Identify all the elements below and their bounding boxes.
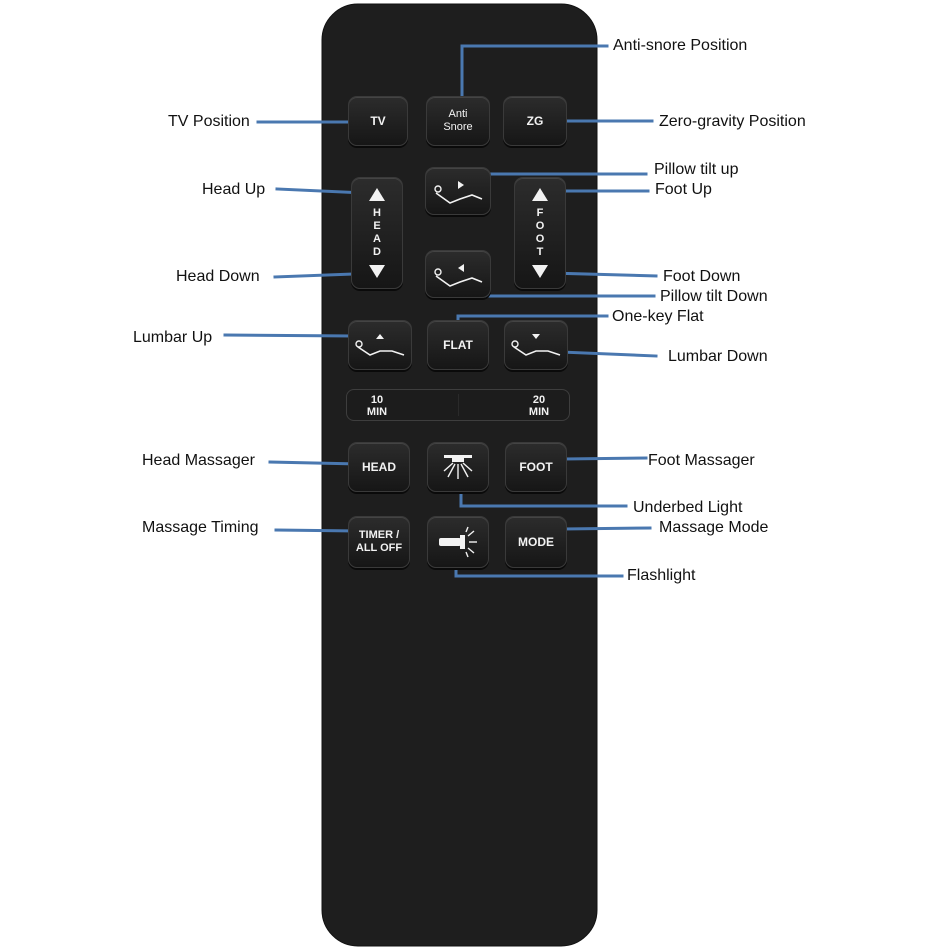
pillow-tilt-up-icon [434, 181, 483, 204]
timer-bar-divider [458, 394, 459, 416]
tv-button[interactable]: TV [348, 96, 408, 146]
underbed-light-icon [443, 455, 473, 479]
callout-pillow-tilt-down: Pillow tilt Down [660, 288, 768, 305]
lumbar-up-button[interactable] [348, 320, 412, 370]
lumbar-down-icon [511, 334, 561, 356]
callout-zero-gravity: Zero-gravity Position [659, 113, 806, 130]
head-up-arrow-icon[interactable] [369, 188, 385, 201]
flashlight-button[interactable] [427, 516, 489, 568]
flashlight-icon [439, 526, 477, 558]
timer-20-min-button[interactable]: 20 MIN [519, 394, 559, 418]
flat-button[interactable]: FLAT [427, 320, 489, 370]
lumbar-up-icon [355, 334, 405, 356]
head-massager-label: HEAD [361, 459, 396, 474]
timer-bar: 10 MIN 20 MIN [346, 389, 570, 421]
callout-head-massager: Head Massager [142, 452, 255, 469]
callout-flashlight: Flashlight [627, 567, 696, 584]
head-massager-button[interactable]: HEAD [348, 442, 410, 492]
zg-button-label: ZG [526, 113, 544, 128]
timer-20-min-value: 20 [532, 394, 546, 406]
foot-up-arrow-icon[interactable] [532, 188, 548, 201]
anti-snore-label-line2: Snore [443, 121, 473, 133]
leader-head-down [273, 272, 354, 279]
callout-foot-massager: Foot Massager [648, 452, 755, 469]
mode-button-label: MODE [518, 534, 554, 549]
foot-letter: O [535, 233, 545, 245]
foot-rocker-button[interactable]: F O O T [514, 177, 566, 289]
head-letter: D [373, 246, 381, 258]
flat-button-label: FLAT [443, 337, 473, 352]
timer-all-off-label-line1: TIMER / [358, 529, 400, 541]
callout-foot-down: Foot Down [663, 268, 741, 285]
leader-anti-snore [460, 44, 609, 102]
timer-all-off-button[interactable]: TIMER / ALL OFF [348, 516, 410, 568]
callout-underbed-light: Underbed Light [633, 499, 743, 516]
leader-lumbar-up [223, 333, 354, 338]
foot-letter: O [535, 220, 545, 232]
callout-anti-snore: Anti-snore Position [613, 37, 748, 54]
timer-10-min-unit: MIN [366, 406, 388, 418]
timer-10-min-value: 10 [370, 394, 384, 406]
anti-snore-label-line1: Anti [448, 108, 468, 120]
head-letter: H [373, 207, 381, 219]
foot-massager-label: FOOT [519, 459, 553, 474]
pillow-tilt-up-button[interactable] [425, 167, 491, 215]
callout-lumbar-down: Lumbar Down [668, 348, 768, 365]
timer-all-off-label-line2: ALL OFF [355, 542, 403, 554]
foot-letter: T [536, 246, 544, 258]
timer-20-min-unit: MIN [528, 406, 550, 418]
tv-button-label: TV [370, 113, 386, 128]
callout-massage-mode: Massage Mode [659, 519, 769, 536]
mode-button[interactable]: MODE [505, 516, 567, 568]
foot-letter: F [536, 207, 544, 219]
leader-foot-down [548, 271, 658, 278]
underbed-light-button[interactable] [427, 442, 489, 492]
lumbar-down-button[interactable] [504, 320, 568, 370]
anti-snore-button[interactable]: Anti Snore [426, 96, 490, 146]
leader-lumbar-down [558, 350, 658, 358]
foot-rocker-letters: F O O T [536, 207, 545, 259]
timer-10-min-button[interactable]: 10 MIN [357, 394, 397, 418]
pillow-tilt-down-button[interactable] [425, 250, 491, 298]
head-rocker-letters: H E A D [373, 207, 381, 259]
callout-head-up: Head Up [202, 181, 266, 198]
callout-tv: TV Position [168, 113, 250, 130]
callout-pillow-tilt-up: Pillow tilt up [654, 161, 739, 178]
head-letter: E [373, 220, 381, 232]
callout-one-key-flat: One-key Flat [612, 308, 704, 325]
leader-massage-mode [561, 526, 652, 531]
head-letter: A [373, 233, 381, 245]
leader-head-massager [268, 460, 360, 466]
zg-button[interactable]: ZG [503, 96, 567, 146]
callout-foot-up: Foot Up [655, 181, 712, 198]
head-rocker-button[interactable]: H E A D [351, 177, 403, 289]
head-down-arrow-icon[interactable] [369, 265, 385, 278]
leader-massage-timing [274, 528, 358, 533]
callout-lumbar-up: Lumbar Up [133, 329, 213, 346]
leader-foot-massager [562, 456, 648, 461]
foot-massager-button[interactable]: FOOT [505, 442, 567, 492]
pillow-tilt-down-icon [434, 264, 483, 287]
callout-head-down: Head Down [176, 268, 260, 285]
foot-down-arrow-icon[interactable] [532, 265, 548, 278]
callout-massage-timing: Massage Timing [142, 519, 259, 536]
